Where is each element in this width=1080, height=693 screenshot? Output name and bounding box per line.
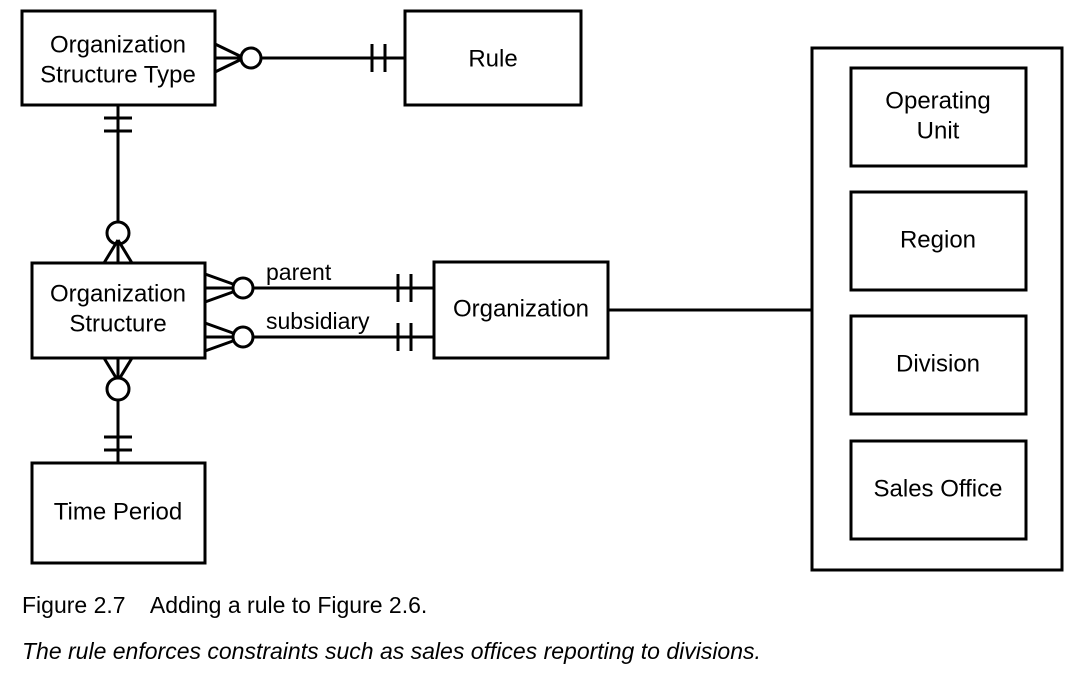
relationship-label-parent: parent (266, 259, 332, 285)
optional-circle-ost-rule (239, 46, 263, 70)
relationship-label-subsidiary: subsidiary (266, 308, 370, 334)
subtype-box-region[interactable] (849, 190, 1028, 292)
entity-organization[interactable] (432, 260, 610, 360)
entity-organization-structure-type-label-line2: Structure Type (40, 61, 196, 88)
subtype-box-division[interactable] (849, 314, 1028, 416)
subtype-label-operating-unit-line2: Unit (917, 117, 960, 144)
subtype-box-sales-office[interactable] (849, 439, 1028, 541)
crowfoot-ost-os (102, 239, 134, 264)
subtype-label-sales-office: Sales Office (874, 475, 1003, 502)
entity-time-period[interactable] (30, 461, 207, 565)
figure-caption-subtitle: The rule enforces constraints such as sa… (22, 638, 761, 664)
entity-time-period-label: Time Period (54, 498, 182, 525)
entity-organization-structure-type[interactable] (20, 9, 217, 107)
entity-rule[interactable] (403, 9, 583, 107)
entity-organization-structure-type-label-line1: Organization (50, 31, 186, 58)
entity-rule-label: Rule (468, 45, 517, 72)
subtype-label-operating-unit-line1: Operating (885, 87, 990, 114)
entity-organization-label: Organization (453, 295, 589, 322)
subtype-label-region: Region (900, 226, 976, 253)
entity-organization-structure[interactable] (30, 261, 207, 360)
figure-caption-main: Figure 2.7 Adding a rule to Figure 2.6. (22, 592, 428, 618)
optional-circle-subsidiary (231, 325, 255, 349)
subtype-box-operating-unit[interactable] (849, 66, 1028, 168)
subtype-label-division: Division (896, 350, 980, 377)
optional-circle-parent (231, 276, 255, 300)
entity-organization-structure-label-line1: Organization (50, 280, 186, 307)
crowfoot-ost-rule (214, 42, 245, 74)
optional-circle-os-timeperiod (105, 376, 131, 402)
entity-organization-structure-label-line2: Structure (69, 310, 166, 337)
